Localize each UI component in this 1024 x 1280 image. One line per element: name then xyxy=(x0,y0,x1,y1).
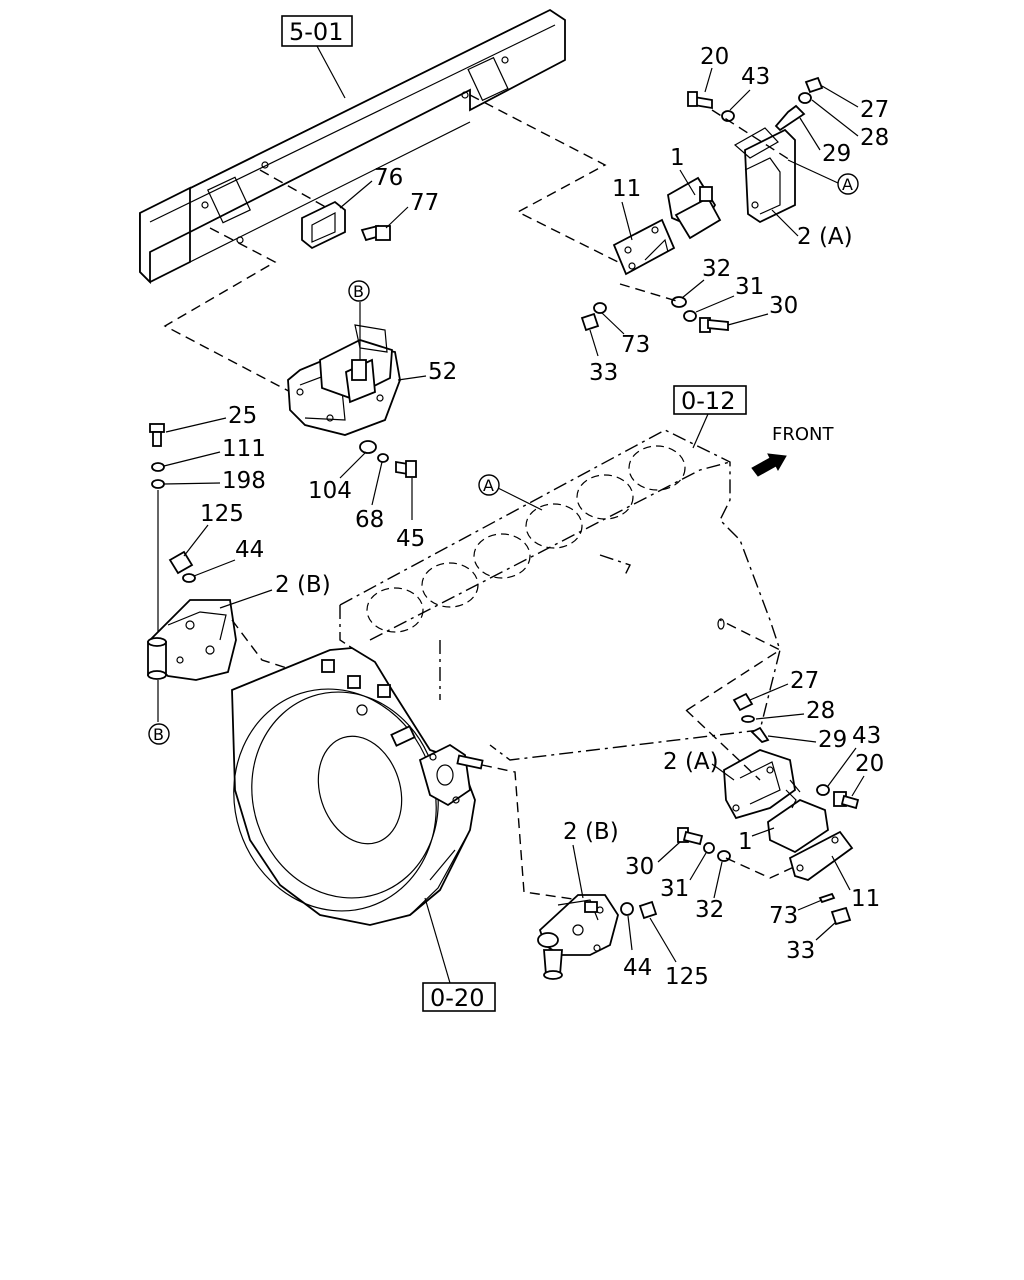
callout-27-top: 27 xyxy=(860,97,889,123)
callout-32-bot: 32 xyxy=(695,897,724,923)
callout-11-top: 11 xyxy=(612,176,641,202)
bolt-77 xyxy=(360,224,391,242)
ref-frame-label: 5-01 xyxy=(289,18,343,46)
rear-mount-upper xyxy=(580,76,824,333)
front-mount-52 xyxy=(287,324,417,478)
circle-a-top: A xyxy=(842,175,853,194)
front-arrow-icon xyxy=(751,453,787,477)
circle-a-block: A xyxy=(483,476,494,495)
callout-125-bot: 125 xyxy=(665,964,709,990)
callout-29-bot: 29 xyxy=(818,727,847,753)
circle-b-top: B xyxy=(353,282,364,301)
ref-block-label: 0-12 xyxy=(681,387,735,415)
callout-43-top: 43 xyxy=(741,64,770,90)
callout-198: 198 xyxy=(222,468,266,494)
callout-44-bot: 44 xyxy=(623,955,652,981)
callout-20-top: 20 xyxy=(700,44,729,70)
callout-111: 111 xyxy=(222,436,266,462)
ref-box-block: 0-12 xyxy=(673,385,747,449)
callout-77: 77 xyxy=(410,190,439,216)
callout-2a-top: 2 (A) xyxy=(797,224,853,250)
callout-30-top: 30 xyxy=(769,293,798,319)
callout-2b-bot: 2 (B) xyxy=(563,819,619,845)
callout-33-bot: 33 xyxy=(786,938,815,964)
rear-mount-lower xyxy=(677,692,860,926)
callout-25: 25 xyxy=(228,403,257,429)
callout-45: 45 xyxy=(396,526,425,552)
callout-32-top: 32 xyxy=(702,256,731,282)
callout-73-bot: 73 xyxy=(769,903,798,929)
callout-125-left: 125 xyxy=(200,501,244,527)
callout-73-top: 73 xyxy=(621,332,650,358)
callout-44-left: 44 xyxy=(235,537,264,563)
front-bracket-2b-left xyxy=(147,423,237,681)
callout-28-top: 28 xyxy=(860,125,889,151)
callout-31-bot: 31 xyxy=(660,876,689,902)
callout-28-bot: 28 xyxy=(806,698,835,724)
engine-block xyxy=(339,429,781,761)
callout-2a-bot: 2 (A) xyxy=(663,749,719,775)
flywheel-housing xyxy=(231,647,484,926)
callout-43-bot: 43 xyxy=(852,723,881,749)
callout-33-top: 33 xyxy=(589,360,618,386)
callout-76: 76 xyxy=(374,165,403,191)
ref-flywheel-label: 0-20 xyxy=(430,984,484,1012)
callout-20-bot: 20 xyxy=(855,751,884,777)
rear-bracket-2b-lower xyxy=(537,894,658,980)
callout-1-bot: 1 xyxy=(738,829,753,855)
frame-rail xyxy=(139,8,566,285)
callout-68: 68 xyxy=(355,507,384,533)
front-label: FRONT xyxy=(772,424,834,445)
front-direction-indicator: FRONT xyxy=(751,424,834,477)
ref-box-frame: 5-01 xyxy=(281,15,353,99)
bracket-76 xyxy=(301,200,346,250)
circle-b-bottom: B xyxy=(153,725,164,744)
callout-104: 104 xyxy=(308,478,352,504)
callout-1-top: 1 xyxy=(670,145,685,171)
callout-2b-left: 2 (B) xyxy=(275,572,331,598)
callout-30-bot: 30 xyxy=(625,854,654,880)
callout-11-bot: 11 xyxy=(851,886,880,912)
callout-29-top: 29 xyxy=(822,141,851,167)
ref-box-flywheel: 0-20 xyxy=(422,897,496,1012)
callout-27-bot: 27 xyxy=(790,668,819,694)
callout-31-top: 31 xyxy=(735,274,764,300)
callout-52: 52 xyxy=(428,359,457,385)
